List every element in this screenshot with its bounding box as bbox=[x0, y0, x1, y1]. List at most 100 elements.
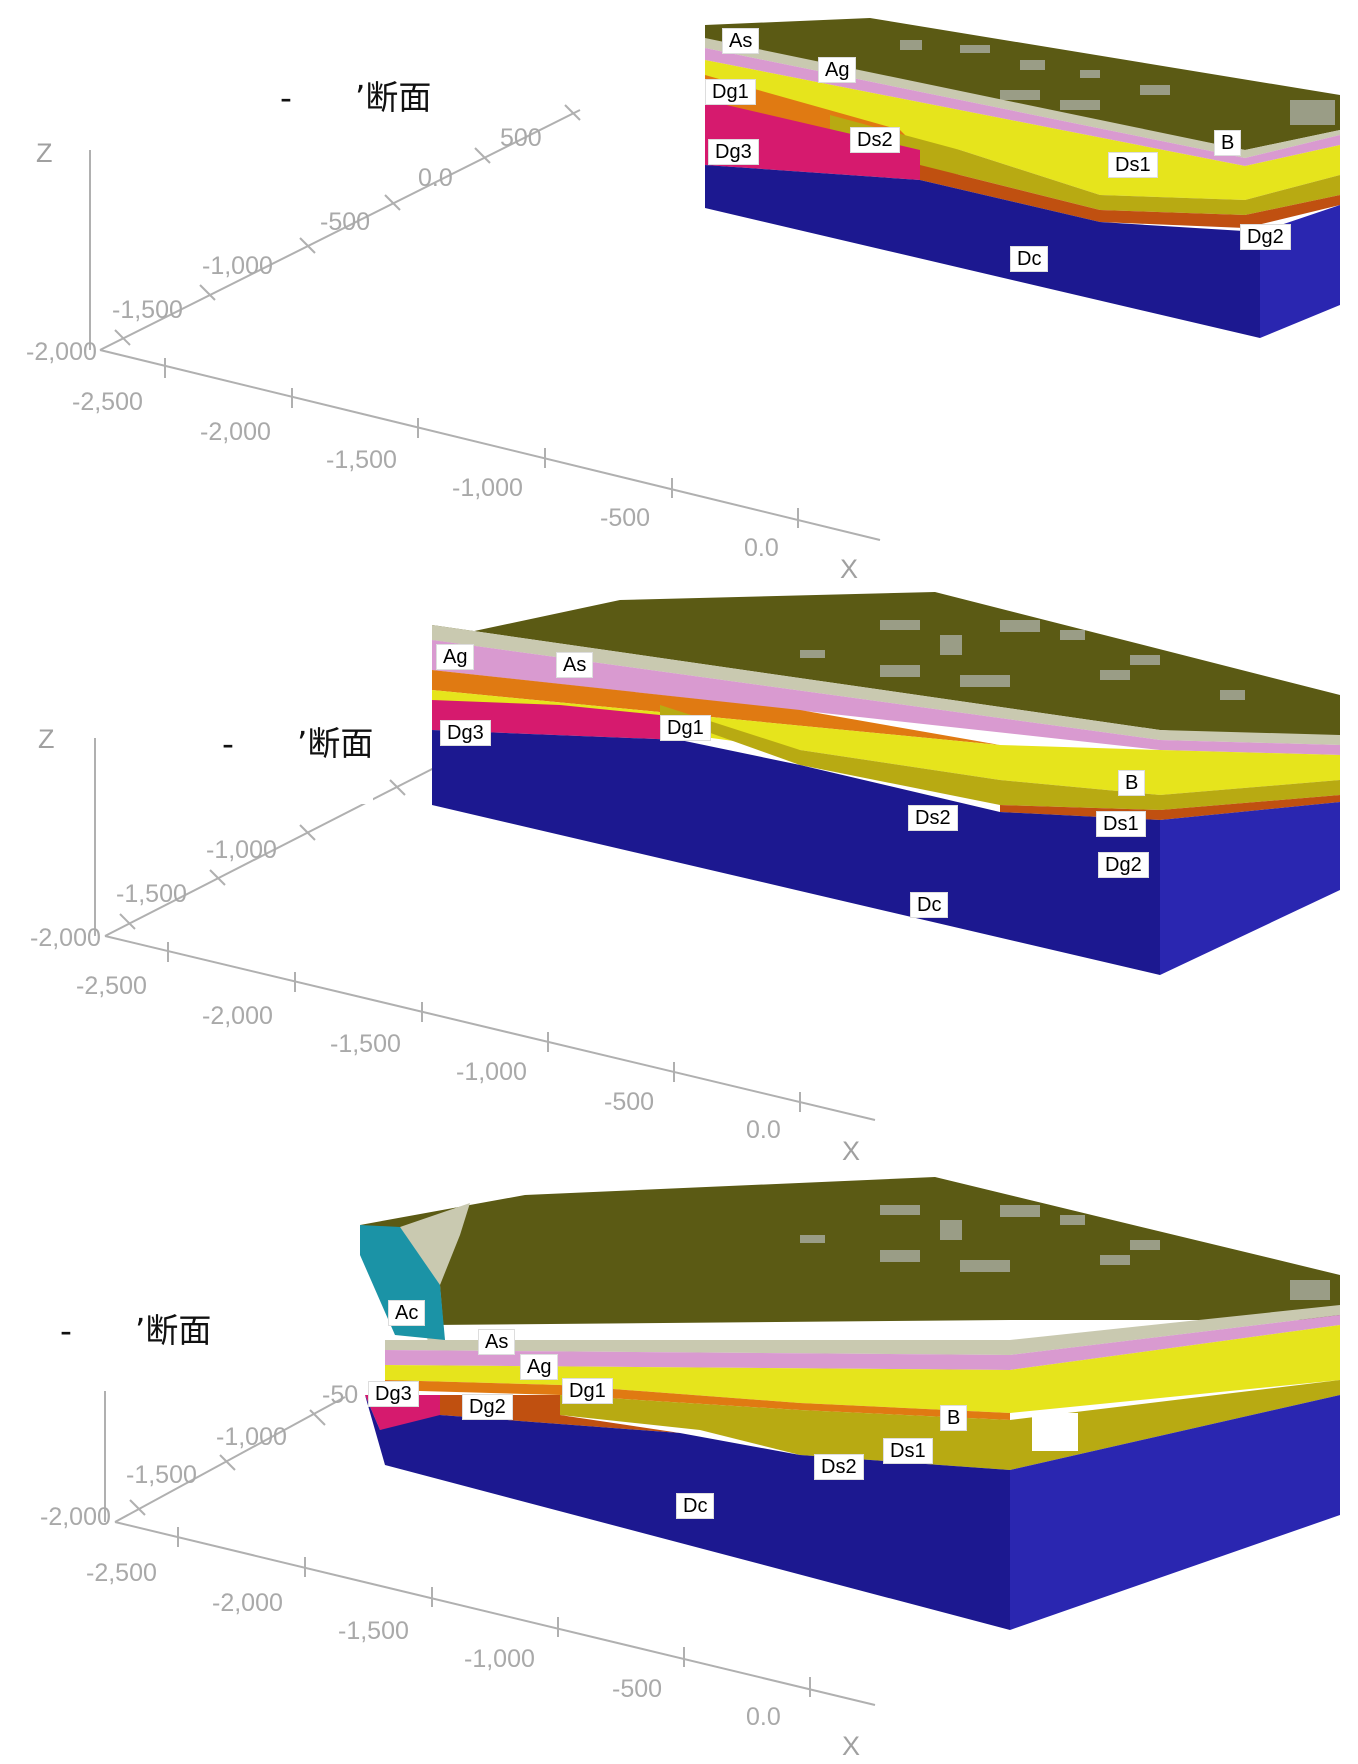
layer-Dg1 bbox=[432, 670, 1000, 745]
panel-1-graphic: Z X 500 0.0 -500 -1,000 -1,500 -2,000 -2… bbox=[26, 18, 1340, 580]
y-axis-ticks bbox=[114, 104, 581, 346]
layer-label: Dg3 bbox=[708, 139, 759, 165]
layer-label: Ds1 bbox=[1096, 811, 1146, 837]
x-tick-label: -2,000 bbox=[202, 1002, 273, 1030]
y-axis-tick-labels: -1,000 -1,500 -2,000 bbox=[30, 836, 277, 952]
y-tick-label: -2,000 bbox=[40, 1503, 111, 1531]
layer-Dc-side bbox=[1160, 802, 1340, 975]
y-tick-label: -2,000 bbox=[30, 924, 101, 952]
x-tick-label: 0.0 bbox=[744, 534, 779, 562]
x-tick-label: -1,500 bbox=[338, 1617, 409, 1645]
surface-patches bbox=[900, 40, 1335, 125]
y-tick-label: -1,500 bbox=[116, 880, 187, 908]
y-tick-label: 500 bbox=[500, 124, 542, 152]
x-axis-label: X bbox=[840, 554, 858, 580]
layer-label: Dg1 bbox=[705, 79, 756, 105]
layer-label: Ds1 bbox=[883, 1438, 933, 1464]
layer-label: B bbox=[940, 1405, 968, 1431]
x-axis-ticks bbox=[177, 1527, 811, 1697]
geology-block bbox=[432, 592, 1340, 975]
layer-As bbox=[385, 1305, 1340, 1355]
y-axis-line bbox=[99, 109, 581, 351]
panel-title: - ’断面 bbox=[238, 38, 432, 158]
x-axis-ticks bbox=[167, 942, 801, 1112]
y-axis-tick-labels: -50 -1,000 -1,500 -2,000 bbox=[40, 1381, 358, 1531]
x-axis-line bbox=[114, 1521, 876, 1706]
layer-label: Dg1 bbox=[562, 1378, 613, 1404]
layer-label: Dc bbox=[676, 1493, 715, 1519]
x-tick-label: -500 bbox=[612, 1675, 662, 1703]
x-tick-label: 0.0 bbox=[746, 1703, 781, 1731]
x-axis-line bbox=[104, 935, 876, 1121]
y-axis-tick-labels: 500 0.0 -500 -1,000 -1,500 -2,000 bbox=[26, 124, 542, 366]
layer-label: Ac bbox=[388, 1300, 426, 1326]
layer-label: B bbox=[1118, 770, 1146, 796]
x-tick-label: -1,000 bbox=[464, 1645, 535, 1673]
title-text: ’断面 bbox=[296, 724, 374, 763]
layer-label: Dc bbox=[910, 892, 949, 918]
y-tick-label: -1,500 bbox=[126, 1461, 197, 1489]
layer-label: As bbox=[556, 652, 594, 678]
panel-title: - ’断面 bbox=[18, 1271, 212, 1391]
x-tick-label: -500 bbox=[600, 504, 650, 532]
layer-Dg3 bbox=[432, 700, 680, 740]
x-axis-label: X bbox=[842, 1731, 860, 1761]
x-tick-label: -2,500 bbox=[86, 1559, 157, 1587]
title-prefix: - bbox=[221, 724, 234, 763]
x-tick-label: -1,000 bbox=[456, 1058, 527, 1086]
top-surface bbox=[705, 18, 1340, 150]
x-tick-label: -1,000 bbox=[452, 474, 523, 502]
layer-Dg2 bbox=[1000, 795, 1340, 820]
y-tick-label: -1,000 bbox=[216, 1423, 287, 1451]
layer-label: Ds2 bbox=[908, 805, 958, 831]
layer-As bbox=[705, 38, 1340, 158]
layer-Ds1 bbox=[705, 60, 1340, 200]
y-tick-label: -1,000 bbox=[206, 836, 277, 864]
top-surface bbox=[360, 1177, 1340, 1325]
layer-Ds2 bbox=[660, 705, 1340, 810]
layer-label: Ds1 bbox=[1108, 152, 1158, 178]
x-axis-line bbox=[99, 349, 881, 541]
layer-label: Dg3 bbox=[368, 1381, 419, 1407]
y-tick-label: -50 bbox=[322, 1381, 358, 1409]
x-tick-label: -1,500 bbox=[330, 1030, 401, 1058]
layer-label: Dg2 bbox=[1098, 852, 1149, 878]
geology-block bbox=[705, 18, 1340, 338]
x-tick-label: -2,500 bbox=[76, 972, 147, 1000]
x-tick-label: -1,500 bbox=[326, 446, 397, 474]
layer-label: As bbox=[722, 28, 760, 54]
panel-title: - ’断面 bbox=[180, 684, 374, 804]
y-axis-ticks bbox=[129, 1409, 326, 1516]
x-tick-label: -500 bbox=[604, 1088, 654, 1116]
layer-label: Ag bbox=[818, 57, 857, 83]
layer-label: Ag bbox=[436, 644, 475, 670]
surface-edge-left bbox=[400, 1203, 470, 1350]
layer-label: Dg1 bbox=[660, 715, 711, 741]
layer-label: Dg3 bbox=[440, 720, 491, 746]
panel-3: Z X -50 -1,000 -1,500 -2,000 -2,500 -2,0… bbox=[0, 1165, 1358, 1764]
layer-label: Dc bbox=[1010, 246, 1049, 272]
y-axis-ticks bbox=[119, 779, 406, 930]
x-axis-tick-labels: -2,500 -2,000 -1,500 -1,000 -500 0.0 bbox=[76, 972, 781, 1144]
layer-label: Dg2 bbox=[462, 1394, 513, 1420]
layer-Dg3 bbox=[705, 100, 920, 180]
layer-Dg2 bbox=[920, 165, 1340, 228]
blank-label-box bbox=[1032, 1413, 1078, 1451]
z-axis-label: Z bbox=[36, 138, 53, 168]
panel-2: Z X -1,000 -1,500 -2,000 -2,500 -2,000 -… bbox=[0, 580, 1358, 1165]
y-axis-line bbox=[104, 764, 441, 937]
layer-Ds2 bbox=[830, 115, 1340, 215]
layer-label: Ds2 bbox=[850, 127, 900, 153]
y-tick-label: 0.0 bbox=[418, 164, 453, 192]
x-axis-tick-labels: -2,500 -2,000 -1,500 -1,000 -500 0.0 bbox=[86, 1559, 781, 1731]
layer-Dc-front bbox=[432, 730, 1160, 975]
surface-patches bbox=[800, 620, 1245, 700]
panel-3-graphic: Z X -50 -1,000 -1,500 -2,000 -2,500 -2,0… bbox=[40, 1177, 1340, 1761]
layer-Ag bbox=[705, 48, 1340, 166]
x-tick-label: -2,500 bbox=[72, 388, 143, 416]
y-tick-label: -1,500 bbox=[112, 296, 183, 324]
layer-label: Ag bbox=[520, 1354, 559, 1380]
x-axis-ticks bbox=[164, 358, 799, 528]
x-axis-tick-labels: -2,500 -2,000 -1,500 -1,000 -500 0.0 bbox=[72, 388, 779, 562]
layer-Ag bbox=[432, 640, 1340, 755]
